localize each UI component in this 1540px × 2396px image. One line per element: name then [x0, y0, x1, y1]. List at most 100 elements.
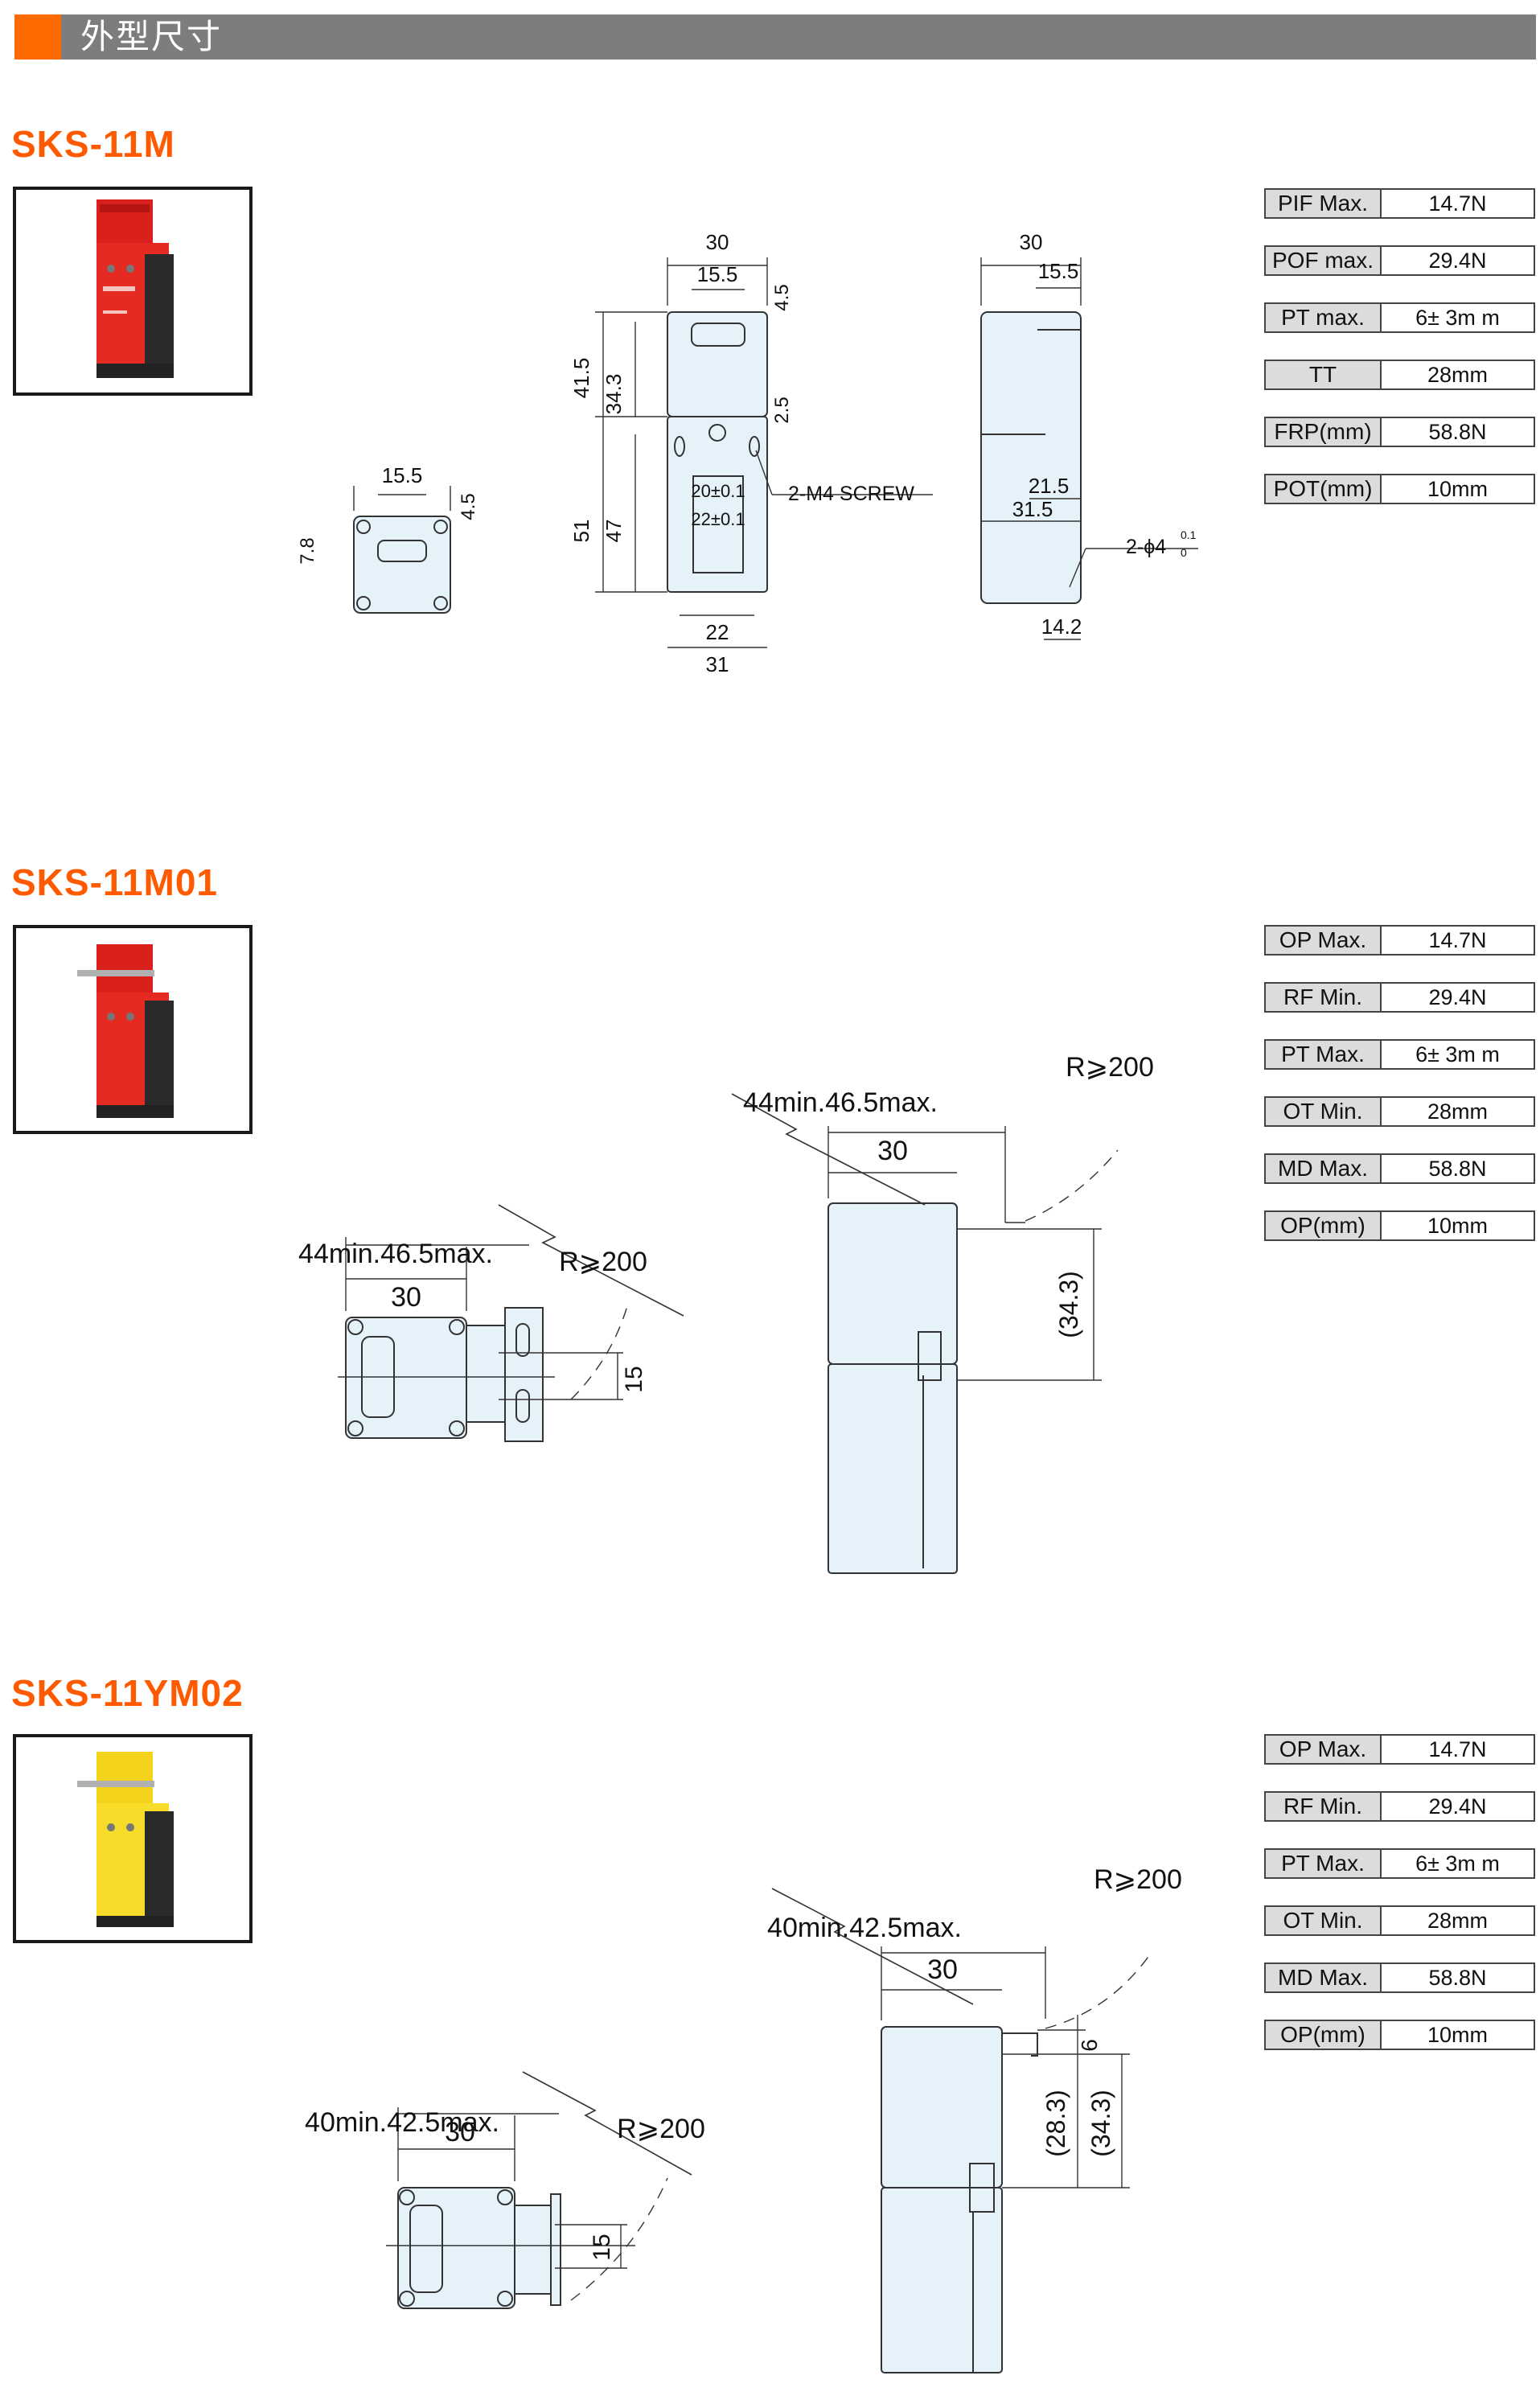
dim-34-3-right: (34.3) [1054, 1271, 1083, 1338]
dim-28-3-right: (28.3) [1041, 2090, 1070, 2157]
dim-30-side: 30 [1020, 230, 1043, 254]
spec-value: 14.7N [1382, 1736, 1534, 1763]
spec-row: RF Min.29.4N [1264, 1791, 1535, 1822]
dim-range-right: 40min.42.5max. [767, 1913, 962, 1943]
spec-row: RF Min.29.4N [1264, 982, 1535, 1013]
spec-value: 29.4N [1382, 247, 1534, 274]
spec-label: TT [1266, 361, 1382, 388]
spec-row: OP(mm)10mm [1264, 1210, 1535, 1241]
dim-22-tol: 22±0.1 [691, 509, 745, 529]
spec-label: OP Max. [1266, 1736, 1382, 1763]
dim-6-right: 6 [1077, 2039, 1102, 2052]
dim-30-left: 30 [445, 2117, 475, 2147]
spec-row: OT Min.28mm [1264, 1096, 1535, 1127]
spec-label: PIF Max. [1266, 190, 1382, 217]
product-photo-sks-11m01 [13, 925, 253, 1134]
spec-label: OP(mm) [1266, 2021, 1382, 2049]
model-title-sks-11ym02: SKS-11YM02 [11, 1672, 244, 1714]
spec-label: RF Min. [1266, 984, 1382, 1011]
dim-r200-left: R⩾200 [559, 1247, 647, 1277]
dimension-drawing-sks-11m: 15.5 4.5 7.8 30 15.5 4.5 41.5 34.3 2.5 5… [297, 230, 1198, 676]
dim-22: 22 [706, 620, 729, 644]
spec-row: PT Max.6± 3m m [1264, 1039, 1535, 1070]
product-photo-sks-11ym02 [13, 1734, 253, 1943]
dim-14-2: 14.2 [1041, 614, 1082, 639]
dim-range-left: 44min.46.5max. [298, 1239, 493, 1269]
spec-value: 29.4N [1382, 1793, 1534, 1820]
dim-15-5-front: 15.5 [697, 262, 738, 286]
dim-15-left: 15 [589, 2234, 615, 2260]
spec-row: OP Max.14.7N [1264, 925, 1535, 956]
dim-r200-right: R⩾200 [1094, 1864, 1182, 1895]
spec-label: FRP(mm) [1266, 418, 1382, 446]
spec-value: 28mm [1382, 1098, 1534, 1125]
dim-21-5: 21.5 [1029, 474, 1070, 498]
dim-34-3-right: (34.3) [1086, 2090, 1115, 2157]
spec-label: OT Min. [1266, 1098, 1382, 1125]
spec-value: 10mm [1382, 475, 1534, 503]
hole-label: 2-ϕ4 [1126, 536, 1166, 558]
dim-30-right: 30 [877, 1136, 908, 1166]
dim-15-5-small: 15.5 [382, 463, 423, 487]
section-header: 外型尺寸 [14, 14, 1536, 60]
screw-label: 2-M4 SCREW [788, 483, 914, 505]
dim-51: 51 [569, 520, 593, 543]
dim-30-left: 30 [391, 1282, 421, 1313]
spec-row: MD Max.58.8N [1264, 1962, 1535, 1993]
dim-15-left: 15 [621, 1366, 647, 1392]
spec-label: PT Max. [1266, 1850, 1382, 1877]
spec-label: POF max. [1266, 247, 1382, 274]
dim-31: 31 [706, 652, 729, 676]
dim-20-tol: 20±0.1 [691, 481, 745, 501]
spec-label: PT max. [1266, 304, 1382, 331]
dim-31-5: 31.5 [1012, 497, 1053, 521]
dimension-drawing-sks-11m01: 44min.46.5max. 30 R⩾200 15 44min.46.5max… [298, 1052, 1154, 1574]
spec-value: 58.8N [1382, 1155, 1534, 1182]
spec-value: 58.8N [1382, 1964, 1534, 1991]
spec-row: PT max.6± 3m m [1264, 302, 1535, 333]
spec-label: PT Max. [1266, 1041, 1382, 1068]
spec-row: OT Min.28mm [1264, 1905, 1535, 1936]
hole-tolerance-lower: 0 [1181, 546, 1187, 559]
spec-value: 14.7N [1382, 927, 1534, 954]
spec-value: 14.7N [1382, 190, 1534, 217]
dim-34-3: 34.3 [602, 374, 626, 415]
spec-row: PIF Max.14.7N [1264, 188, 1535, 219]
dim-41-5: 41.5 [569, 358, 593, 399]
dimension-drawing-sks-11ym02: 40min.42.5max. 30 R⩾200 15 40min.42.5max… [305, 1864, 1182, 2373]
spec-label: RF Min. [1266, 1793, 1382, 1820]
model-title-sks-11m01: SKS-11M01 [11, 861, 219, 903]
spec-label: MD Max. [1266, 1155, 1382, 1182]
dim-7-8: 7.8 [297, 537, 318, 564]
hole-tolerance-upper: 0.1 [1181, 528, 1197, 541]
header-accent-block [14, 14, 61, 60]
spec-label: MD Max. [1266, 1964, 1382, 1991]
spec-value: 10mm [1382, 2021, 1534, 2049]
spec-row: POF max.29.4N [1264, 245, 1535, 276]
dim-r200-left: R⩾200 [617, 2114, 705, 2144]
dim-4-5-front: 4.5 [771, 284, 793, 310]
dim-47: 47 [602, 520, 626, 543]
spec-value: 6± 3m m [1382, 1850, 1534, 1877]
spec-row: OP Max.14.7N [1264, 1734, 1535, 1765]
spec-row: MD Max.58.8N [1264, 1153, 1535, 1184]
spec-value: 28mm [1382, 361, 1534, 388]
spec-value: 28mm [1382, 1907, 1534, 1934]
spec-label: OT Min. [1266, 1907, 1382, 1934]
dim-range-right: 44min.46.5max. [743, 1087, 938, 1118]
spec-value: 29.4N [1382, 984, 1534, 1011]
spec-table-sks-11m01: OP Max.14.7N RF Min.29.4N PT Max.6± 3m m… [1264, 925, 1535, 1268]
dim-2-5: 2.5 [771, 397, 793, 423]
dim-r200-right: R⩾200 [1066, 1052, 1154, 1083]
spec-row: POT(mm)10mm [1264, 474, 1535, 504]
spec-row: OP(mm)10mm [1264, 2020, 1535, 2050]
spec-table-sks-11ym02: OP Max.14.7N RF Min.29.4N PT Max.6± 3m m… [1264, 1734, 1535, 2077]
dim-4-5-small: 4.5 [458, 493, 479, 520]
spec-value: 6± 3m m [1382, 304, 1534, 331]
dim-30-right: 30 [927, 1954, 958, 1985]
spec-label: POT(mm) [1266, 475, 1382, 503]
header-title: 外型尺寸 [80, 17, 223, 56]
model-title-sks-11m: SKS-11M [11, 123, 175, 165]
dim-30-front: 30 [706, 230, 729, 254]
